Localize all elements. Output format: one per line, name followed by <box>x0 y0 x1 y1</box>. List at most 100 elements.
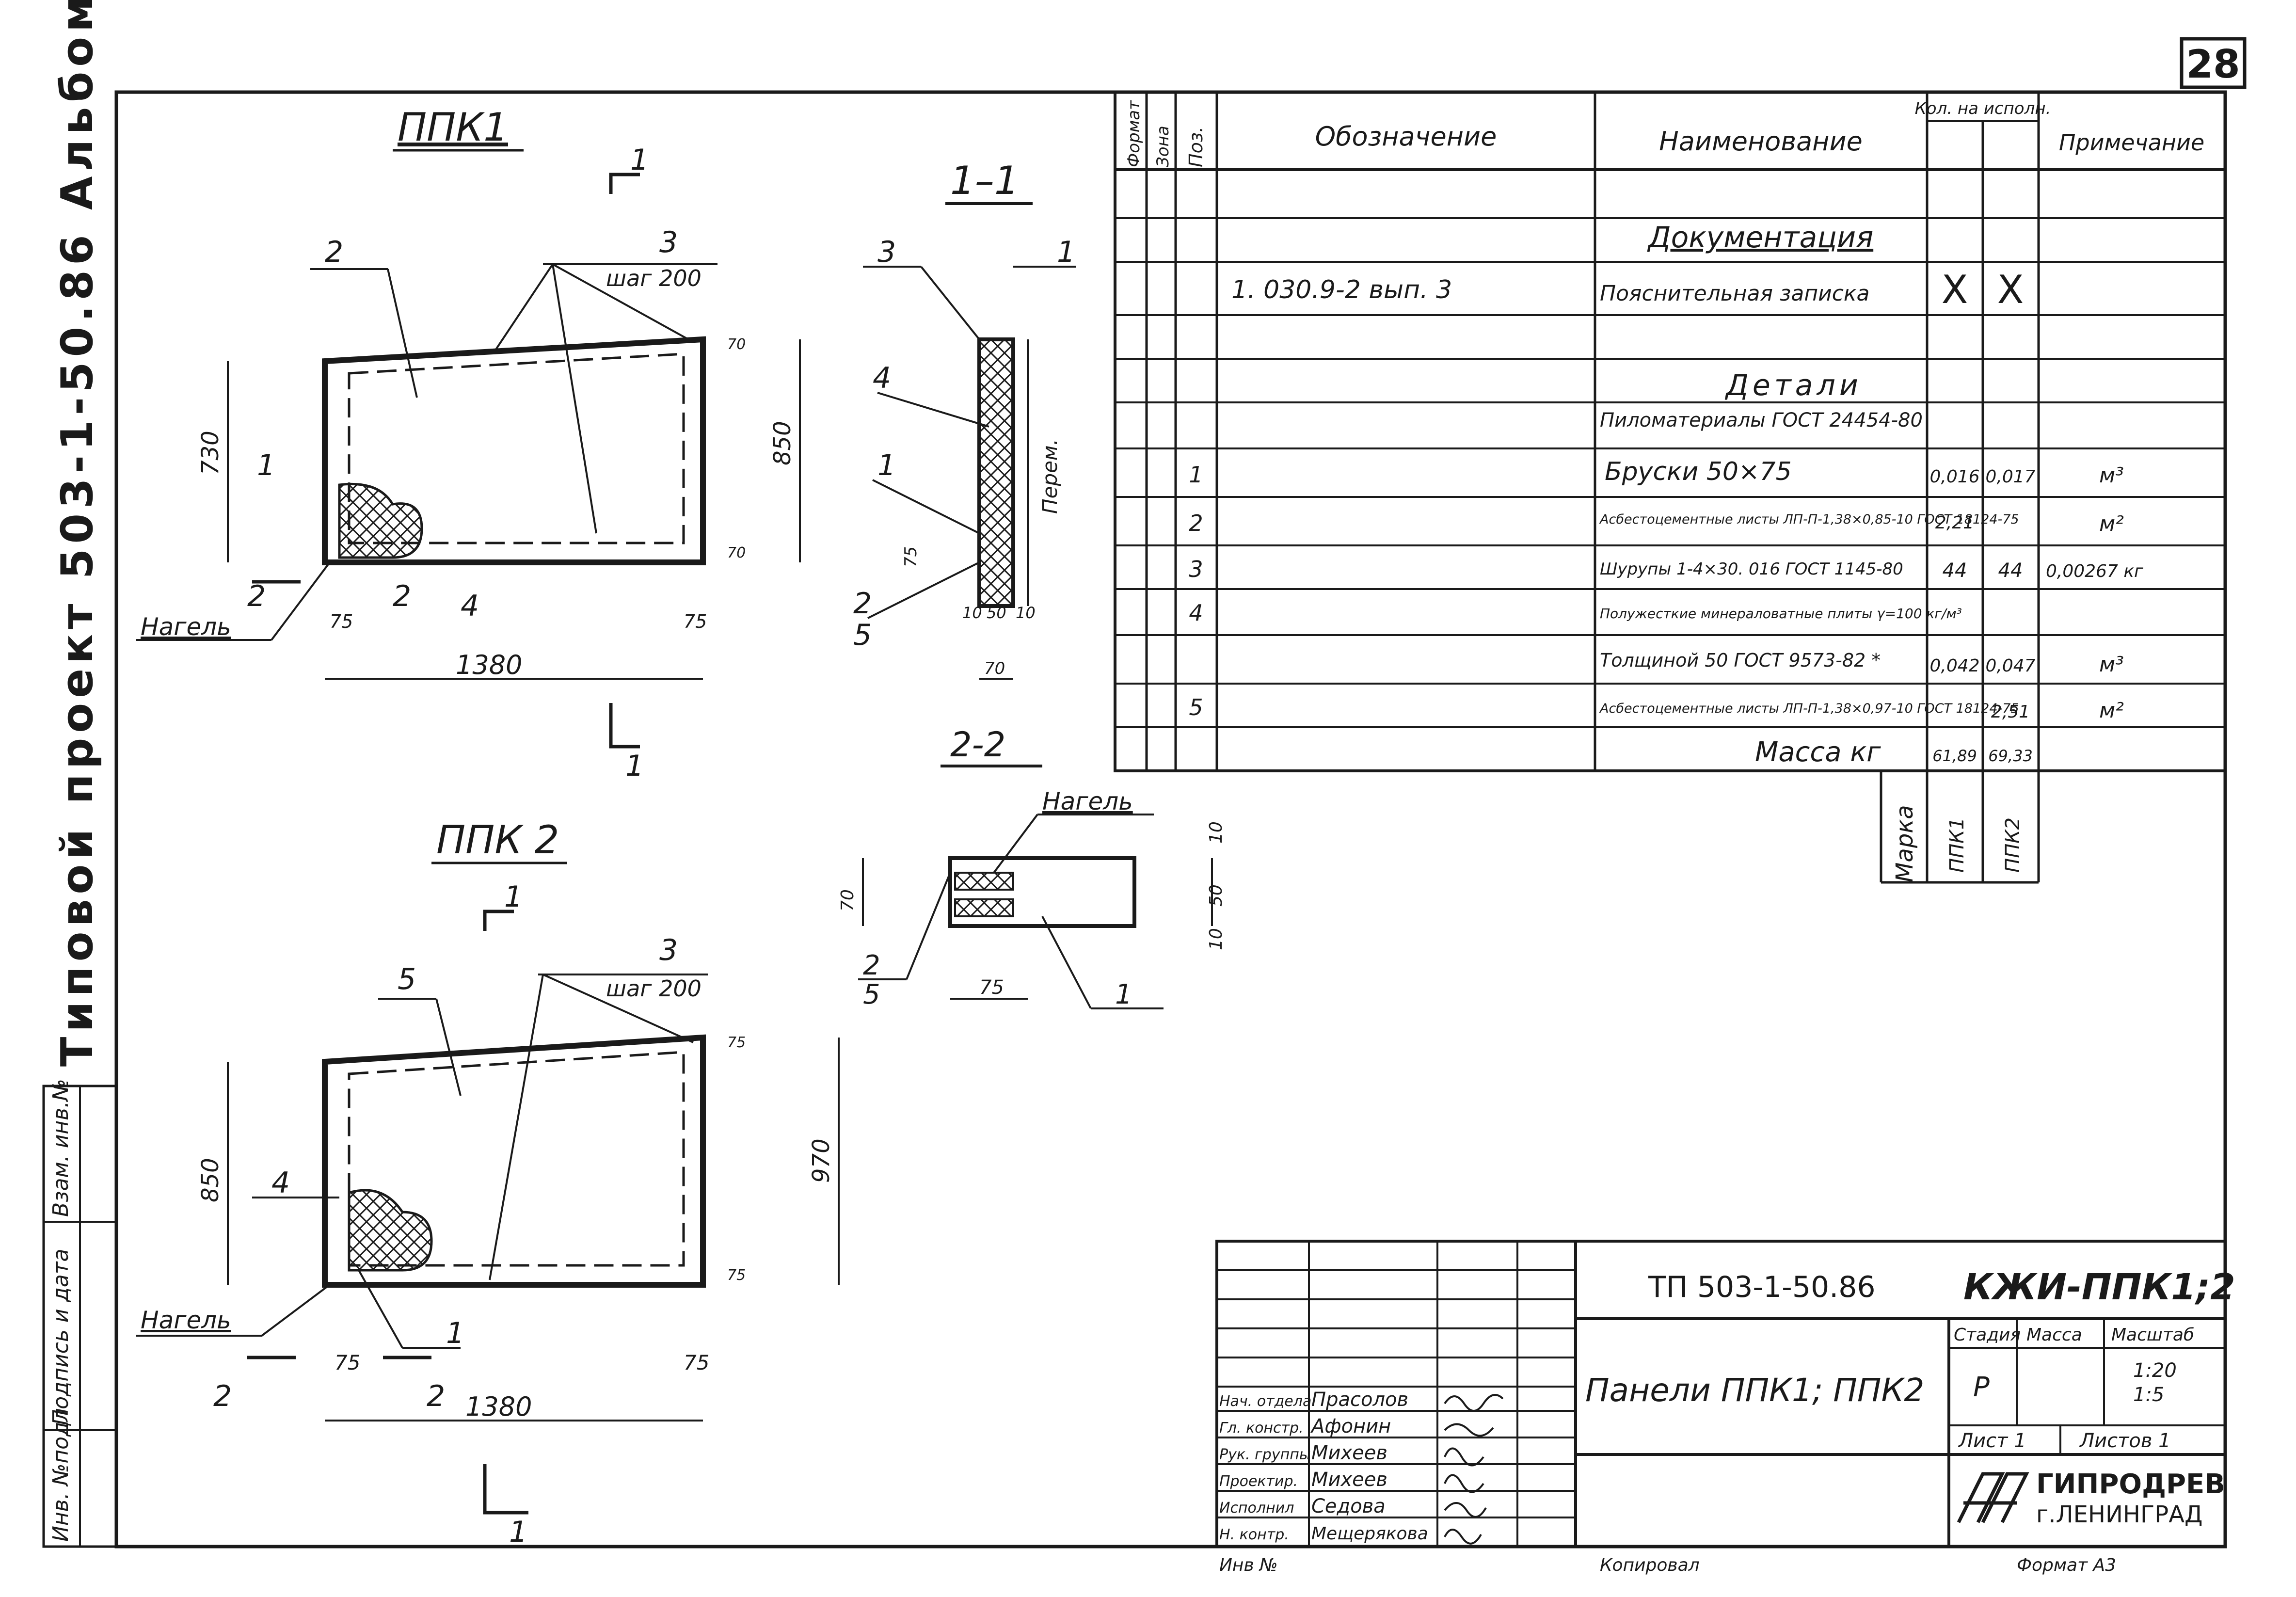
ppk2-dim-height-left: 850 <box>197 1158 224 1202</box>
spec-row-note-q2: X <box>1997 267 2024 312</box>
staff-name-1: Прасолов <box>1311 1389 1408 1411</box>
ppk1-title: ППК1 <box>398 105 508 150</box>
section-2-2: 2-2 Нагель 2 5 1 70 10 50 10 75 <box>838 725 1226 1010</box>
staff-role-6: Н. контр. <box>1219 1526 1289 1543</box>
section-1-1-callout-4: 4 <box>873 361 891 395</box>
section-2-2-dim-10b: 10 <box>1206 928 1226 950</box>
ppk2-callout-5: 5 <box>398 962 416 996</box>
spec-row-4b-q1: 0,042 <box>1929 656 1979 676</box>
spec-row-4b-q2: 0,047 <box>1985 656 2035 676</box>
ppk1-dim-bottom-gap: 70 <box>727 544 746 561</box>
title-block-name: Панели ППК1; ППК2 <box>1585 1372 1924 1409</box>
spec-hdr-pos: Поз. <box>1185 127 1207 167</box>
ppk2-step: шаг 200 <box>606 975 702 1002</box>
organization-logo: ГИПРОДРЕВ г.ЛЕНИНГРАД <box>1957 1469 2225 1528</box>
spec-row-1-name: Бруски 50×75 <box>1605 457 1792 486</box>
ppk1-section-mark-1-bottom: 1 <box>625 749 644 783</box>
section-1-1-dim-75: 75 <box>901 546 921 567</box>
spec-hdr-name: Наименование <box>1659 126 1863 157</box>
side-title: Типовой проект 503-1-50.86 Альбом 3 <box>52 0 103 1067</box>
title-block-sheets: Листов 1 <box>2079 1430 2171 1452</box>
ppk1-step: шаг 200 <box>606 265 702 291</box>
spec-row-3-pos: 3 <box>1189 556 1203 582</box>
section-1-1-note: Перем. <box>1038 439 1062 514</box>
spec-row-3-name: Шурупы 1-4×30. 016 ГОСТ 1145-80 <box>1600 559 1903 579</box>
ppk2-callout-4: 4 <box>271 1166 290 1200</box>
section-1-1-dim-70: 70 <box>984 659 1005 678</box>
section-1-1-dim-50: 50 <box>987 604 1006 622</box>
spec-row-5-q2: 2,51 <box>1991 702 2030 722</box>
side-stamp-sign: Подпись и дата <box>48 1249 73 1425</box>
spec-row-1-q1: 0,016 <box>1929 467 1979 487</box>
spec-hdr-designation: Обозначение <box>1315 121 1497 152</box>
section-1-1-callout-1b: 1 <box>877 448 896 482</box>
section-1-1-callout-1: 1 <box>1057 235 1075 269</box>
ppk2-section-mark-2-left: 2 <box>213 1379 232 1413</box>
spec-row-2-pos: 2 <box>1189 510 1203 536</box>
title-block-sheet: Лист 1 <box>1958 1430 2026 1452</box>
spec-row-note-q1: X <box>1942 267 1968 312</box>
section-1-1: 1–1 Перем. 3 1 4 1 2 5 75 10 50 10 70 <box>853 158 1076 680</box>
ppk1-dim-top-gap: 70 <box>727 336 746 353</box>
title-block-stage: Р <box>1973 1372 1990 1403</box>
spec-hdr-format: Формат <box>1124 100 1144 167</box>
spec-row-3-note: 0,00267 кг <box>2046 561 2144 581</box>
section-2-2-nail: Нагель <box>1042 787 1133 815</box>
title-block-stage-hdr: Стадия <box>1954 1325 2021 1345</box>
ppk1-dim-edge-left: 75 <box>330 611 353 632</box>
section-1-1-dim-10a: 10 <box>962 604 982 622</box>
spec-row-5-pos: 5 <box>1189 694 1203 720</box>
ppk1-dim-length: 1380 <box>456 650 522 680</box>
staff-name-6: Мещерякова <box>1311 1524 1428 1544</box>
spec-mark-label: Марка <box>1891 805 1918 882</box>
staff-role-5: Исполнил <box>1219 1500 1294 1517</box>
ppk2-dim-edge-left: 75 <box>335 1351 360 1374</box>
spec-hdr-zone: Зона <box>1153 126 1173 167</box>
ppk1-dim-height-right: 850 <box>769 421 796 465</box>
ppk2-section-mark-2-right: 2 <box>427 1379 445 1413</box>
title-block-doc: КЖИ-ППК1;2 <box>1963 1266 2235 1308</box>
spec-row-note-designation: 1. 030.9-2 вып. 3 <box>1231 275 1452 304</box>
staff-role-3: Рук. группы <box>1219 1446 1311 1463</box>
section-2-2-dim-70: 70 <box>838 889 858 911</box>
ppk2-callout-1: 1 <box>446 1316 464 1350</box>
section-2-2-dim-10a: 10 <box>1206 821 1226 844</box>
signatures <box>1444 1394 1504 1545</box>
ppk1-section-mark-2-left: 2 <box>247 579 266 613</box>
staff-name-3: Михеев <box>1311 1442 1387 1464</box>
side-stamp-replace: Взам. инв.№ <box>48 1079 73 1217</box>
spec-row-note-name: Пояснительная записка <box>1600 281 1869 306</box>
spec-mark-ppk1: ППК1 <box>1946 817 1968 873</box>
side-stamp-inv: Инв. №подл <box>48 1408 73 1542</box>
ppk2-dim-height-right: 970 <box>808 1138 835 1183</box>
org-city: г.ЛЕНИНГРАД <box>2036 1501 2203 1528</box>
title-block: ТП 503-1-50.86 КЖИ-ППК1;2 Панели ППК1; П… <box>1215 1240 2235 1548</box>
ppk1-drawing: ППК1 730 850 1380 75 75 70 70 1 2 3 4 ша… <box>136 105 801 783</box>
section-2-2-callout-2: 2 <box>863 950 880 981</box>
spec-row-1-pos: 1 <box>1189 462 1203 488</box>
spec-row-2-name: Асбестоцементные листы ЛП-П-1,38×0,85-10… <box>1599 512 2019 527</box>
ppk1-insulation-hatch <box>338 482 423 559</box>
title-block-scale-hdr: Масштаб <box>2111 1325 2194 1345</box>
spec-row-4-name: Полужесткие минераловатные плиты γ=100 к… <box>1600 606 1962 622</box>
spec-row-4b-name: Толщиной 50 ГОСТ 9573-82 * <box>1600 650 1881 671</box>
title-block-scale2: 1:5 <box>2133 1384 2164 1406</box>
title-block-mass-hdr: Масса <box>2026 1325 2082 1345</box>
spec-row-2-q1: 2,21 <box>1935 513 1974 533</box>
section-1-1-title: 1–1 <box>950 158 1019 203</box>
staff-name-2: Афонин <box>1310 1415 1391 1437</box>
ppk2-dim-top-gap: 75 <box>727 1034 746 1051</box>
ppk1-section-mark-2-right: 2 <box>393 579 411 613</box>
spec-row-3-q1: 44 <box>1943 559 1967 582</box>
staff-role-2: Гл. констр. <box>1219 1420 1304 1437</box>
spec-row-5-name: Асбестоцементные листы ЛП-П-1,38×0,97-10… <box>1599 701 2019 716</box>
staff-role-4: Проектир. <box>1219 1473 1298 1490</box>
spec-row-4b-note: м³ <box>2099 652 2124 677</box>
ppk2-section-mark-1-top: 1 <box>504 880 523 914</box>
title-block-scale1: 1:20 <box>2133 1359 2177 1382</box>
ppk2-title: ППК 2 <box>436 817 559 862</box>
ppk2-drawing: ППК 2 850 970 1380 75 75 75 75 3 4 5 1 ш… <box>136 817 840 1549</box>
spec-row-3-q2: 44 <box>1998 559 2023 582</box>
spec-mass-label: Масса кг <box>1755 736 1881 768</box>
spec-row-documentation: Документация <box>1647 221 1873 255</box>
